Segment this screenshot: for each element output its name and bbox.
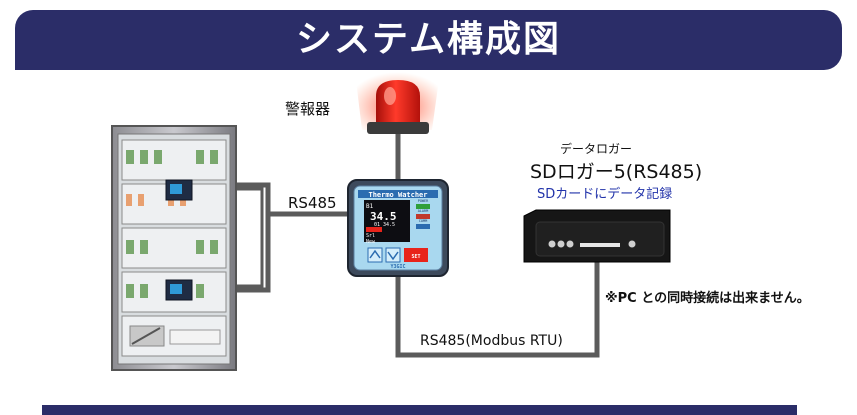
device-sub-values: 01 34.5 xyxy=(374,222,395,228)
device-channel: B1 xyxy=(366,203,374,210)
manufacturer-logo: Y3GIC xyxy=(390,264,405,270)
sd-logger-device xyxy=(523,209,671,263)
device-status-2: New xyxy=(366,239,376,245)
device-brand: Thermo Watcher xyxy=(368,191,427,199)
indicator-comm: COMM xyxy=(419,219,427,223)
set-button-label: SET xyxy=(411,254,420,260)
device-main-value: 34.5 xyxy=(370,210,397,223)
diagram-title: システム構成図 xyxy=(296,19,561,60)
indicator-alarm: ALARM xyxy=(418,209,429,213)
logger-name-label: SDロガー5(RS485) xyxy=(530,161,703,183)
up-button xyxy=(367,247,383,263)
title-banner: システム構成図 xyxy=(15,10,842,70)
sd-card-slot xyxy=(580,243,620,247)
pc-note-label: ※PC との同時接続は出来ません。 xyxy=(605,291,810,306)
device-status-1: Srl xyxy=(366,233,375,239)
alarm-label: 警報器 xyxy=(285,100,331,118)
down-button xyxy=(385,247,401,263)
logger-type-label: データロガー xyxy=(560,142,633,156)
rs485-label: RS485 xyxy=(288,194,337,212)
alarm-light-icon xyxy=(355,72,440,134)
modbus-cable xyxy=(395,260,600,358)
control-cabinet xyxy=(111,125,237,371)
set-button xyxy=(404,248,428,262)
thermo-watcher-device xyxy=(347,179,449,277)
indicator-power: POWER xyxy=(418,199,429,203)
modbus-label: RS485(Modbus RTU) xyxy=(420,333,563,349)
bottom-divider xyxy=(42,405,797,415)
sd-record-label: SDカードにデータ記録 xyxy=(537,187,673,202)
